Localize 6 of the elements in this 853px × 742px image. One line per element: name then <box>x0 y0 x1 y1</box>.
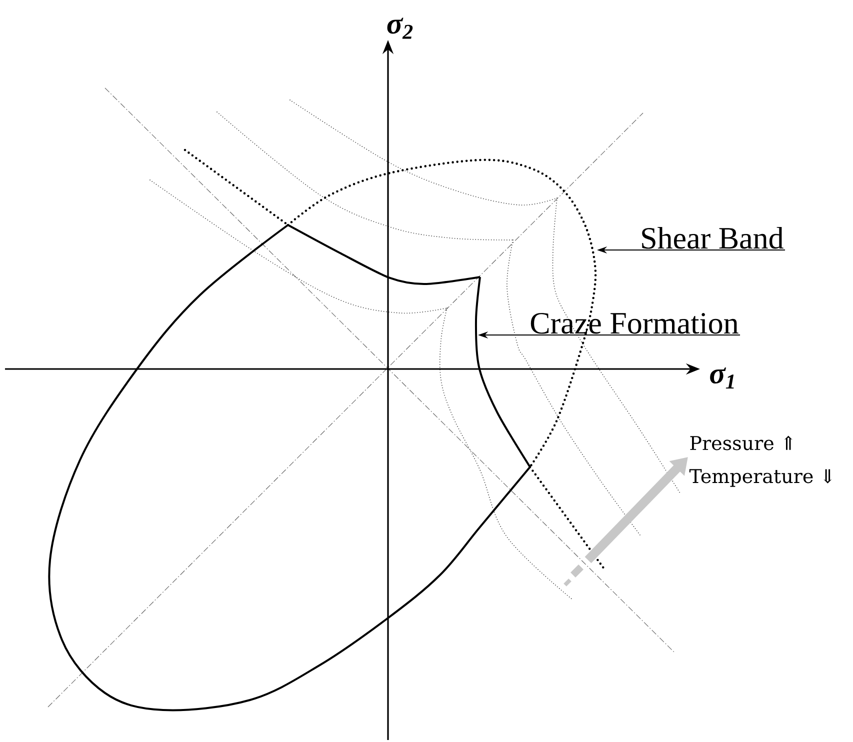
trend-label: Temperature ⇓ <box>689 469 832 487</box>
callout-text: Craze Formation <box>530 312 738 334</box>
axis-label: σ$_{1}$ <box>710 367 734 389</box>
axis-label: σ$_{2}$ <box>387 18 413 39</box>
callout-text: Shear Band <box>642 226 784 249</box>
trend-label: Pressure ⇑ <box>690 436 792 450</box>
